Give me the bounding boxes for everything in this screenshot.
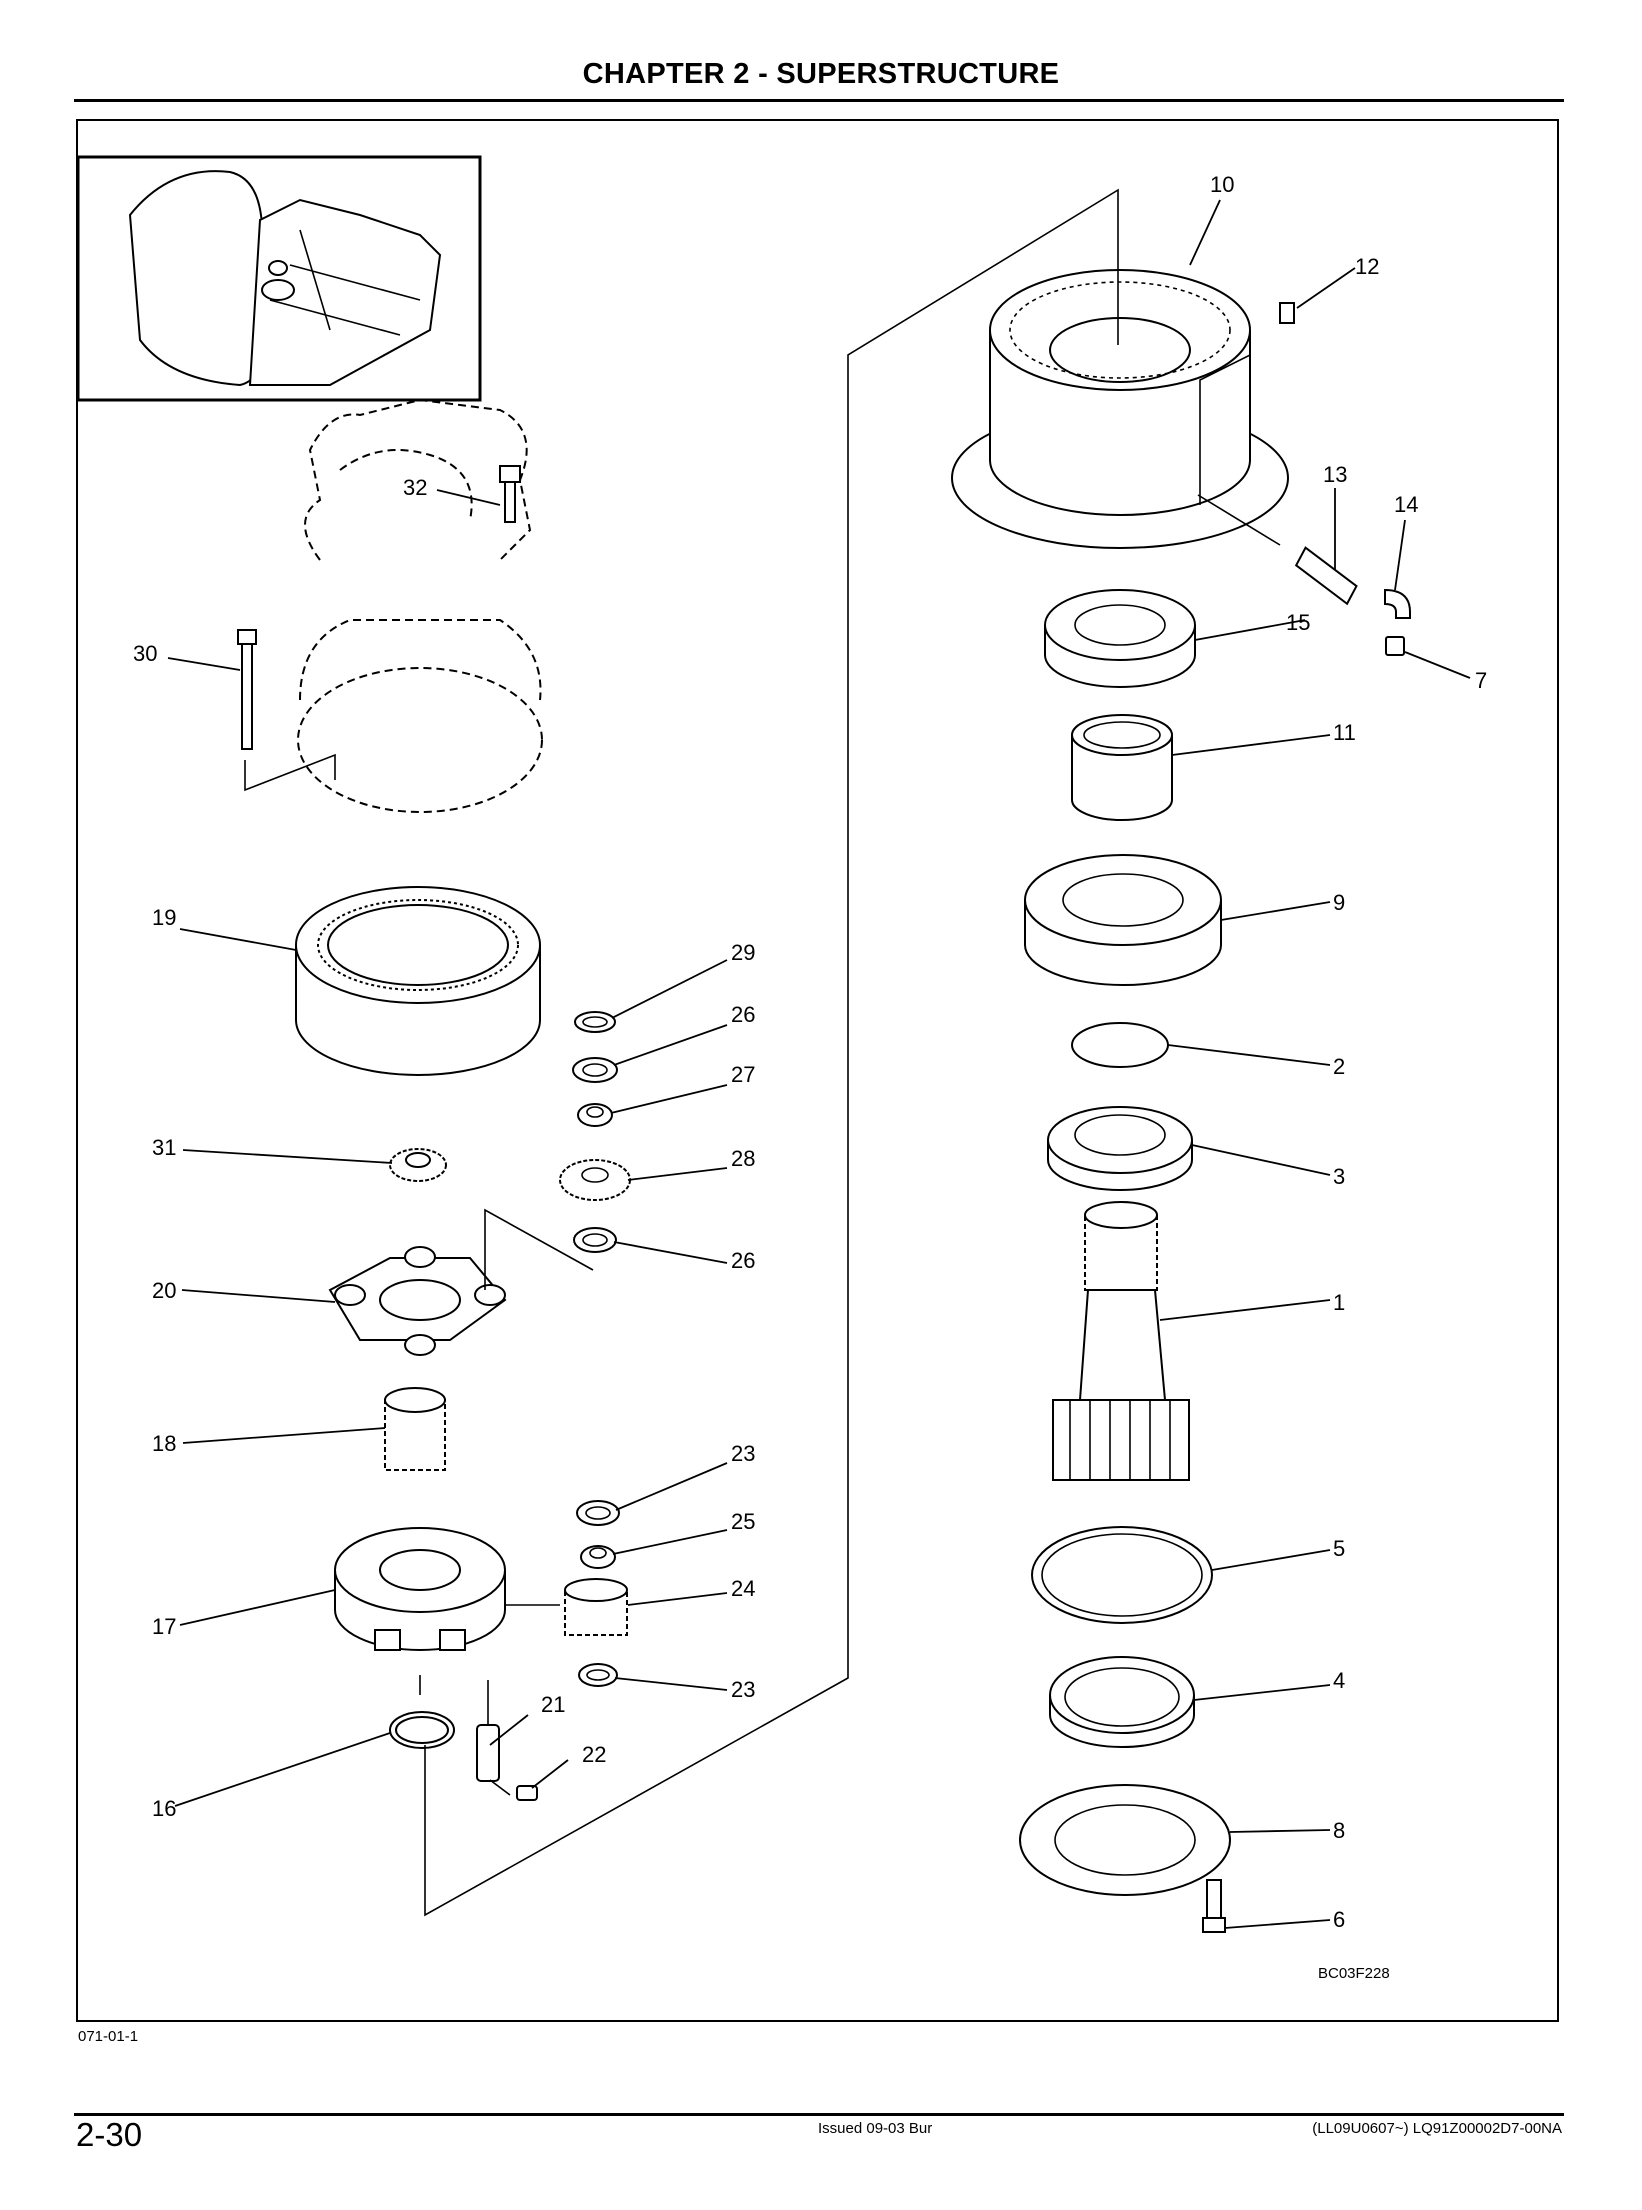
callout-label: 24 (731, 1576, 755, 1601)
callout-label: 1 (1333, 1290, 1345, 1315)
callout-label: 8 (1333, 1818, 1345, 1843)
callout-label: 4 (1333, 1668, 1345, 1693)
callout-label: 9 (1333, 890, 1345, 915)
leader-lines (167, 199, 1471, 1929)
issued-date: Issued 09-03 Bur (818, 2120, 933, 2137)
callout-label: 27 (731, 1062, 755, 1087)
o-ring-2 (1071, 1022, 1169, 1068)
gear-18 (384, 1387, 446, 1471)
bushing-11 (1071, 714, 1173, 821)
plug-12 (1279, 302, 1295, 324)
callout-label: 22 (582, 1742, 606, 1767)
pinion-shaft-1 (1052, 1201, 1190, 1481)
pin-22 (516, 1785, 538, 1801)
pin-21 (476, 1724, 500, 1782)
bolt-32 (499, 465, 521, 523)
document-id: (LL09U0607~) LQ91Z00002D7-00NA (1312, 2120, 1562, 2137)
callout-label: 14 (1394, 492, 1418, 517)
callout-label: 11 (1333, 720, 1356, 745)
callout-labels: 1 2 3 4 5 6 7 8 9 10 11 12 13 14 15 16 1… (133, 172, 1487, 1932)
pipe-13 (1294, 546, 1358, 606)
callout-label: 7 (1475, 668, 1487, 693)
callout-label: 23 (731, 1441, 755, 1466)
carrier-17 (334, 1527, 506, 1651)
callout-label: 15 (1286, 610, 1310, 635)
ring-8 (1019, 1784, 1231, 1896)
callout-label: 25 (731, 1509, 755, 1534)
callout-label: 28 (731, 1146, 755, 1171)
header-rule (74, 99, 1564, 102)
callout-label: 16 (152, 1796, 176, 1821)
callout-label: 18 (152, 1431, 176, 1456)
housing-10 (951, 269, 1289, 549)
chapter-title: CHAPTER 2 - SUPERSTRUCTURE (582, 58, 1060, 90)
elbow-14 (1384, 588, 1411, 619)
seal-5 (1031, 1526, 1213, 1624)
callout-label: 29 (731, 940, 755, 965)
callout-label: 6 (1333, 1907, 1345, 1932)
callout-label: 26 (731, 1248, 755, 1273)
inset-machine-view (76, 155, 482, 402)
seal-3 (1047, 1106, 1193, 1191)
callout-label: 13 (1323, 462, 1347, 487)
bearing-15 (1044, 589, 1196, 688)
callout-label: 20 (152, 1278, 176, 1303)
assembly-lines (244, 188, 1281, 1917)
sun-gear-31 (389, 1148, 447, 1182)
plug-7 (1385, 636, 1405, 656)
bearing-9 (1024, 854, 1222, 986)
callout-label: 12 (1355, 254, 1379, 279)
footer-rule (74, 2113, 1564, 2116)
callout-label: 5 (1333, 1536, 1345, 1561)
callout-label: 17 (152, 1614, 176, 1639)
callout-label: 23 (731, 1677, 755, 1702)
callout-label: 2 (1333, 1054, 1345, 1079)
callout-label: 32 (403, 475, 427, 500)
page-number: 2-30 (76, 2116, 143, 2153)
callout-label: 21 (541, 1692, 565, 1717)
callout-label: 31 (152, 1135, 176, 1160)
callout-label: 26 (731, 1002, 755, 1027)
bolt-30 (237, 629, 257, 750)
callout-label: 30 (133, 641, 157, 666)
callout-label: 10 (1210, 172, 1234, 197)
carrier-20 (328, 1246, 507, 1356)
figure-code: BC03F228 (1318, 1965, 1390, 1982)
figure-frame (76, 119, 1559, 2022)
snap-ring-16 (389, 1711, 455, 1749)
callout-label: 19 (152, 905, 176, 930)
bolt-6 (1202, 1879, 1226, 1933)
seal-4 (1049, 1656, 1195, 1748)
small-parts-column (559, 1011, 631, 1687)
figure-reference: 071-01-1 (78, 2028, 139, 2045)
callout-label: 3 (1333, 1164, 1345, 1189)
swing-motor-outline (297, 398, 543, 813)
ring-gear-19 (295, 886, 541, 1076)
